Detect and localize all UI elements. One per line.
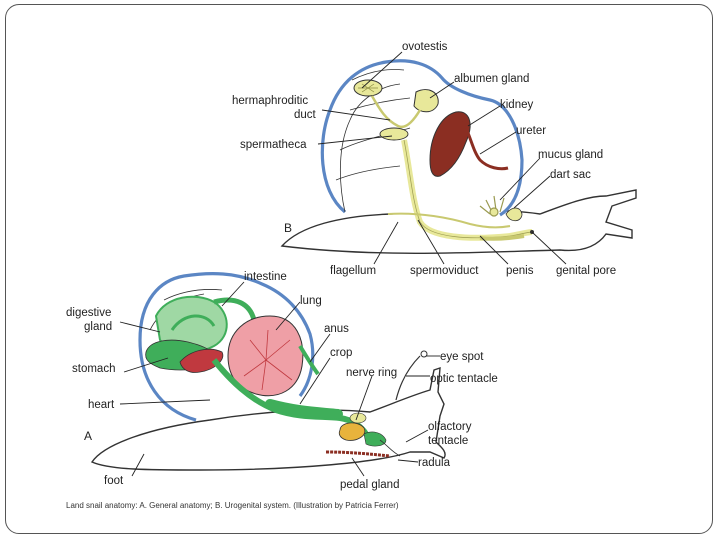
label-digestive-gland-line2: gland — [84, 321, 112, 333]
nerve-ring-organ — [339, 423, 365, 440]
diagram-b: B ovotestis albumen gland hermaphroditic… — [232, 41, 636, 277]
spermatheca-organ — [380, 128, 408, 140]
label-hermaphroditic-duct-line1: hermaphroditic — [232, 95, 308, 107]
label-albumen-gland: albumen gland — [454, 73, 529, 85]
label-digestive-gland-line1: digestive — [66, 307, 111, 319]
label-stomach: stomach — [72, 363, 115, 375]
label-heart: heart — [88, 399, 115, 411]
diagram-a: A intestine digestive gland lung anus cr… — [66, 271, 498, 491]
label-anus: anus — [324, 323, 349, 335]
label-olfactory-tentacle-line2: tentacle — [428, 435, 468, 447]
label-eye-spot: eye spot — [440, 351, 484, 363]
label-foot: foot — [104, 475, 124, 487]
label-ureter: ureter — [516, 125, 546, 137]
panel-label-a: A — [84, 429, 92, 443]
label-olfactory-tentacle-line1: olfactory — [428, 421, 472, 433]
label-dart-sac: dart sac — [550, 169, 591, 181]
label-crop: crop — [330, 347, 352, 359]
label-nerve-ring: nerve ring — [346, 367, 397, 379]
label-genital-pore: genital pore — [556, 265, 616, 277]
label-lung: lung — [300, 295, 322, 307]
figure-caption: Land snail anatomy: A. General anatomy; … — [66, 501, 399, 510]
albumen-gland-organ — [414, 90, 438, 112]
label-spermatheca: spermatheca — [240, 139, 307, 151]
label-spermoviduct: spermoviduct — [410, 265, 479, 277]
label-flagellum: flagellum — [330, 265, 376, 277]
label-mucus-gland: mucus gland — [538, 149, 603, 161]
label-radula: radula — [418, 457, 451, 469]
label-penis: penis — [506, 265, 534, 277]
label-hermaphroditic-duct-line2: duct — [294, 109, 317, 121]
label-optic-tentacle: optic tentacle — [430, 373, 498, 385]
label-ovotestis: ovotestis — [402, 41, 448, 53]
label-intestine: intestine — [244, 271, 287, 283]
panel-label-b: B — [284, 221, 292, 235]
label-pedal-gland: pedal gland — [340, 479, 399, 491]
label-kidney: kidney — [500, 99, 533, 111]
